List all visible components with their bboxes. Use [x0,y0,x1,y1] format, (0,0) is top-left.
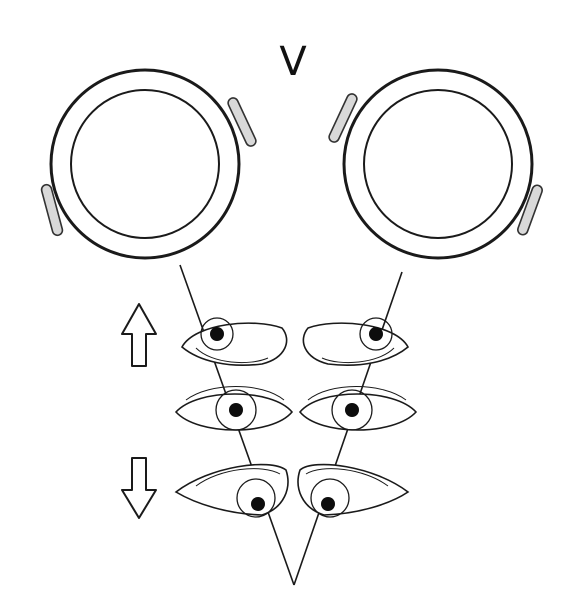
down-arrow-icon [122,458,156,518]
eye-left-downgaze [176,465,288,517]
eye-right-upgaze [303,318,408,365]
eye-left-upgaze [182,318,287,365]
v-pattern-label: V [279,39,307,85]
left-lens-outer-ring [51,70,239,258]
eye-right-primary [300,387,416,431]
right-lens [327,70,543,258]
eye-left-primary [176,387,292,431]
right-lens-outer-ring [344,70,532,258]
eye-right-downgaze [298,465,408,517]
up-arrow-icon [122,304,156,366]
left-lens [40,70,257,258]
